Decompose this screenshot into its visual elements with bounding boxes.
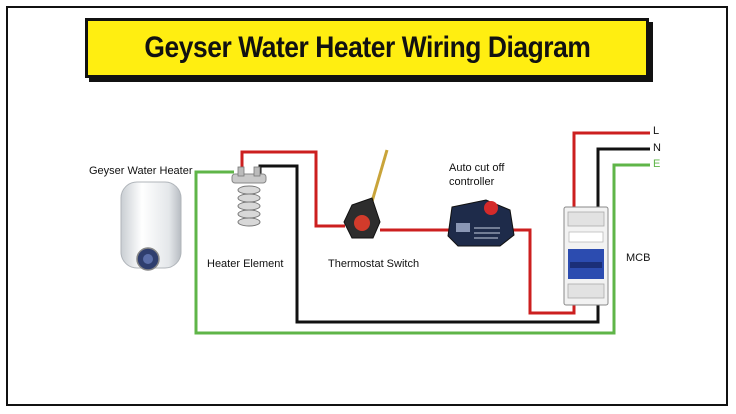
label-live: L bbox=[653, 125, 660, 137]
label-thermostat-switch: Thermostat Switch bbox=[328, 258, 420, 270]
label-cutoff-line1: Auto cut off bbox=[449, 162, 505, 174]
earth-wire bbox=[194, 163, 650, 335]
heater-element-icon bbox=[231, 166, 267, 227]
neutral-wire-load bbox=[258, 164, 600, 324]
water-heater-icon bbox=[120, 181, 182, 271]
page-title: Geyser Water Heater Wiring Diagram bbox=[144, 31, 590, 64]
cutoff-controller-icon bbox=[447, 199, 515, 247]
neutral-wire-supply bbox=[596, 147, 650, 210]
label-neutral: N bbox=[653, 142, 661, 154]
thermostat-icon bbox=[343, 149, 389, 239]
mcb-icon bbox=[563, 206, 609, 306]
live-wire-thermostat-heater bbox=[240, 150, 345, 228]
live-wire-supply bbox=[572, 131, 650, 210]
title-banner: Geyser Water Heater Wiring Diagram bbox=[85, 18, 649, 78]
label-heater-element: Heater Element bbox=[207, 258, 284, 270]
label-mcb: MCB bbox=[626, 252, 651, 264]
label-earth: E bbox=[653, 158, 661, 170]
label-cutoff-line2: controller bbox=[449, 176, 495, 188]
label-geyser-water-heater: Geyser Water Heater bbox=[89, 165, 193, 177]
